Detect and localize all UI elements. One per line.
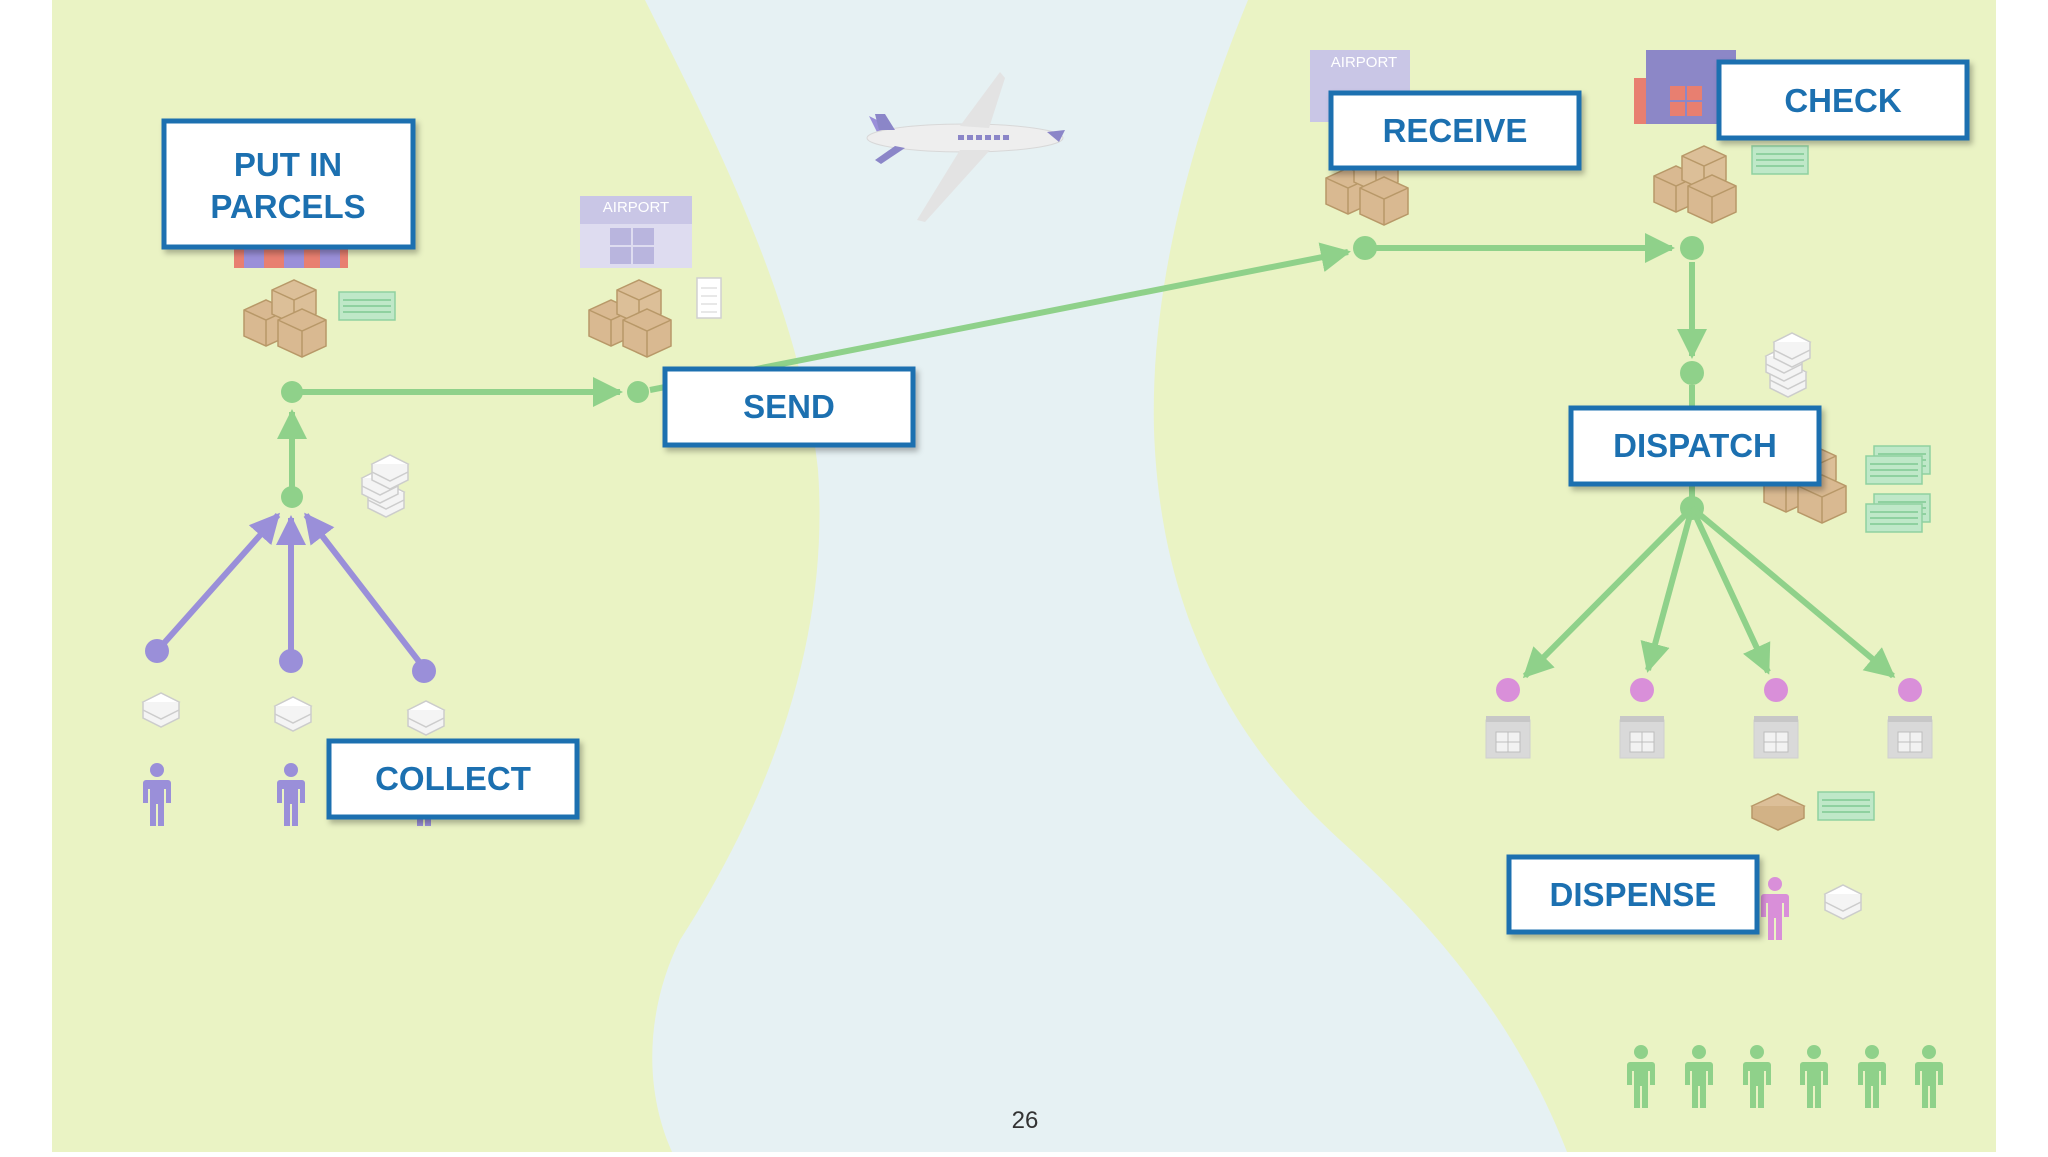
label-put-in-parcels-line2: PARCELS	[210, 188, 365, 225]
sender-node-2	[279, 649, 303, 673]
label-collect-text: COLLECT	[375, 760, 531, 797]
airport-sign-right: AIRPORT	[1331, 54, 1397, 71]
label-put-in-parcels: PUT IN PARCELS	[161, 118, 416, 250]
sender-node-3	[412, 659, 436, 683]
label-dispense-text: DISPENSE	[1550, 876, 1717, 913]
label-check-text: CHECK	[1784, 82, 1902, 119]
dispatch-arrow-2	[1640, 507, 1695, 673]
house-icon	[1753, 715, 1799, 759]
collection-node	[281, 486, 303, 508]
banknote-icon	[1817, 791, 1875, 821]
house-icon	[1619, 715, 1665, 759]
dispatch-arrow-3	[1689, 506, 1771, 675]
label-dispatch: DISPATCH	[1568, 405, 1822, 487]
airport-sign-left: AIRPORT	[603, 199, 669, 216]
recipient-node-3	[1764, 678, 1788, 702]
airplane-icon	[866, 72, 1065, 222]
airport-node-left	[627, 381, 649, 403]
sender-node-1	[145, 639, 169, 663]
label-receive-text: RECEIVE	[1383, 112, 1528, 149]
check-node	[1680, 236, 1704, 260]
collect-arrow-3	[303, 512, 427, 670]
label-check: CHECK	[1716, 59, 1970, 141]
house-icon	[1887, 715, 1933, 759]
post-office-node	[281, 381, 303, 403]
dispatch-arrow-4	[1690, 505, 1896, 679]
label-collect: COLLECT	[326, 738, 580, 820]
label-send-text: SEND	[743, 388, 835, 425]
airport-building-icon: AIRPORT	[580, 196, 692, 268]
collect-arrow-1	[154, 512, 281, 653]
banknote-icon	[338, 291, 396, 321]
label-put-in-parcels-line1: PUT IN	[234, 146, 342, 183]
recipient-node-2	[1630, 678, 1654, 702]
banknote-icon	[1751, 145, 1809, 175]
label-dispense: DISPENSE	[1506, 854, 1760, 935]
receive-node	[1353, 236, 1377, 260]
label-dispatch-text: DISPATCH	[1613, 427, 1777, 464]
dispatch-arrow-1	[1522, 505, 1695, 679]
document-stack-icon	[696, 277, 722, 319]
recipient-node-4	[1898, 678, 1922, 702]
recipient-node-1	[1496, 678, 1520, 702]
label-receive: RECEIVE	[1328, 90, 1582, 171]
house-icon	[1485, 715, 1531, 759]
parcel-icon	[1750, 793, 1806, 831]
right-landmass	[1153, 0, 1996, 1152]
label-send: SEND	[662, 366, 916, 448]
sorting-node	[1680, 361, 1704, 385]
page-number: 26	[1012, 1107, 1039, 1134]
